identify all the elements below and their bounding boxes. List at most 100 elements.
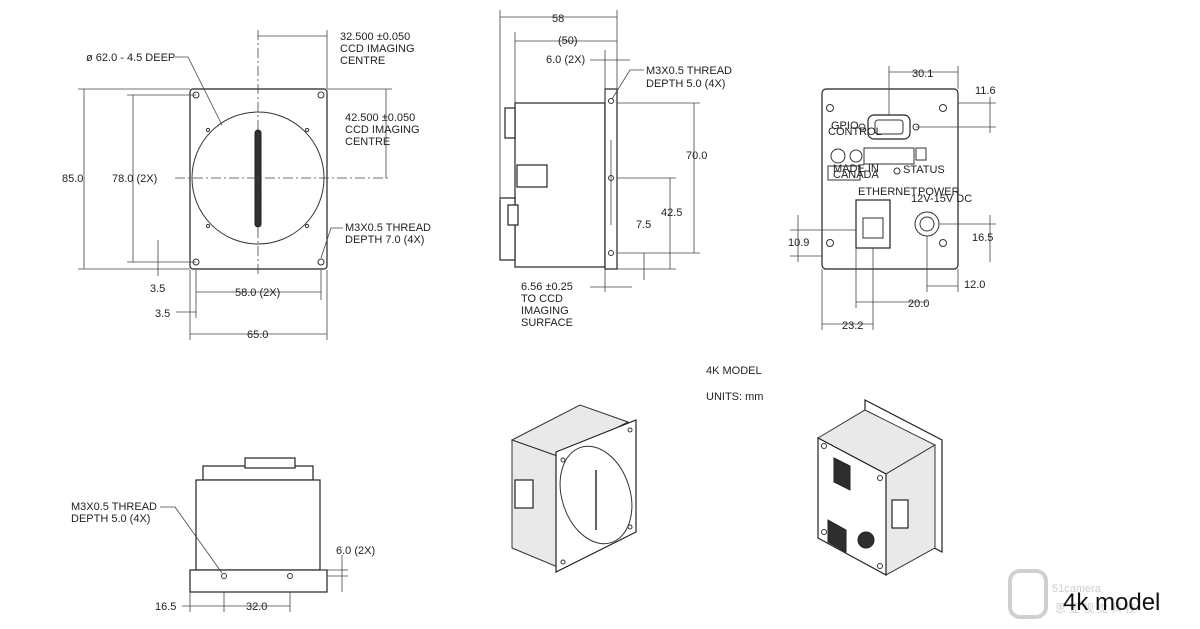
rear-hole <box>939 239 947 247</box>
side-6-label: 6.0 (2X) <box>546 54 585 66</box>
madein-box <box>827 165 861 181</box>
mount-hole <box>317 258 325 266</box>
dim-85-label: 85.0 <box>62 173 83 185</box>
iso-hole <box>560 457 566 463</box>
side-70-label: 70.0 <box>686 150 707 162</box>
ccd-v-line2: CCD IMAGING <box>345 124 420 136</box>
iso-rear-label <box>891 499 909 529</box>
gpio-label-1: GPIO <box>831 120 859 132</box>
iso-lens-bore <box>559 445 633 545</box>
dim-3-5-label-b: 3.5 <box>155 308 170 320</box>
iso-rear-power <box>857 531 875 549</box>
iso-side-label <box>514 479 534 509</box>
side-thread-hole <box>608 98 614 104</box>
ccd-h-line2: CCD IMAGING <box>340 43 415 55</box>
ccd-surface-2: TO CCD <box>521 293 563 305</box>
bottom-flange <box>189 569 328 593</box>
thread-side-2: DEPTH 5.0 (4X) <box>646 78 725 90</box>
rear-30-1-label: 30.1 <box>912 68 933 80</box>
thread-front-1: M3X0.5 THREAD <box>345 222 431 234</box>
iso-rear-hole <box>821 443 827 449</box>
thread-front-leader <box>320 227 343 259</box>
power-connector-inner <box>919 216 935 232</box>
iso-front-view <box>510 404 637 573</box>
bottom-body <box>195 479 321 571</box>
gpio-connector-inner <box>874 119 904 135</box>
side-connector-detail <box>507 204 519 226</box>
front-view: 85.0 78.0 (2X) 3.5 3.5 58.0 (2X) 65.0 32… <box>62 30 431 341</box>
status-led <box>893 167 901 175</box>
ccd-h-value: 32.500 ±0.050 <box>340 31 410 43</box>
ethernet-jack <box>862 217 884 239</box>
side-label-plate <box>516 164 548 188</box>
bottom-thread-hole <box>221 573 227 579</box>
thread-side-leader <box>611 69 644 100</box>
rear-23-2-label: 23.2 <box>842 320 863 332</box>
small-hole <box>304 127 310 133</box>
dim-3-5-label-a: 3.5 <box>150 283 165 295</box>
thread-side-1: M3X0.5 THREAD <box>646 65 732 77</box>
bottom-view: M3X0.5 THREAD DEPTH 5.0 (4X) 6.0 (2X) 16… <box>71 457 375 613</box>
iso-hole <box>627 524 633 530</box>
thread-bottom-2: DEPTH 5.0 (4X) <box>71 513 150 525</box>
dim-65-label: 65.0 <box>247 329 268 341</box>
bottom-6-label: 6.0 (2X) <box>336 545 375 557</box>
mount-hole <box>317 91 325 99</box>
gpio-screw <box>858 123 866 131</box>
small-hole <box>304 223 310 229</box>
gpio-label-2: CONTROL <box>828 126 882 138</box>
iso-rear-gpio <box>833 457 851 491</box>
rear-knob <box>849 149 863 163</box>
bottom-32-label: 32.0 <box>246 601 267 613</box>
rear-square <box>915 147 927 161</box>
iso-hole <box>627 427 633 433</box>
madein-1: MADE IN <box>833 163 879 175</box>
ccd-h-line3: CENTRE <box>340 55 385 67</box>
watermark-cn: 思 显 视 觉 科 技 <box>1055 601 1136 615</box>
watermark: 51camera 思 显 视 觉 科 技 <box>1008 569 1136 619</box>
bore-label: ø 62.0 - 4.5 DEEP <box>86 52 175 64</box>
dim-58-label: 58.0 (2X) <box>235 287 280 299</box>
rear-12-label: 12.0 <box>964 279 985 291</box>
ccd-surface-4: SURFACE <box>521 317 573 329</box>
ccd-surface-1: 6.56 ±0.25 <box>521 281 573 293</box>
side-view: 58 (50) 6.0 (2X) M3X0.5 THREAD DEPTH 5.0… <box>499 10 732 329</box>
side-50-label: (50) <box>558 35 578 47</box>
bottom-thread-hole <box>287 573 293 579</box>
rear-hole <box>939 104 947 112</box>
power-label-2: 12V-15V DC <box>911 193 972 205</box>
small-hole <box>205 223 211 229</box>
rear-view: GPIO CONTROL MADE IN CANADA STATUS ETHER… <box>788 66 996 332</box>
small-hole <box>205 127 211 133</box>
side-connector-top <box>504 107 516 139</box>
model-note: 4K MODEL <box>706 365 762 377</box>
ccd-v-value: 42.500 ±0.050 <box>345 112 415 124</box>
side-thread-hole <box>608 250 614 256</box>
rear-hole <box>826 104 834 112</box>
rear-knob <box>830 148 846 164</box>
status-label: STATUS <box>903 164 945 176</box>
side-7-5-label: 7.5 <box>636 219 651 231</box>
thread-bottom-leader <box>160 506 223 574</box>
rear-20-label: 20.0 <box>908 298 929 310</box>
bottom-top-connector-2 <box>244 457 296 469</box>
iso-rear-view <box>816 399 943 577</box>
bore-leader <box>175 56 223 126</box>
rear-hole <box>826 239 834 247</box>
iso-rear-ethernet <box>827 519 847 553</box>
rear-16-5-label: 16.5 <box>972 232 993 244</box>
watermark-brand: 51camera <box>1052 583 1102 595</box>
caption: 4k model <box>1063 589 1160 616</box>
ethernet-port <box>855 199 891 249</box>
side-42-5-label: 42.5 <box>661 207 682 219</box>
madein-2: CANADA <box>833 169 880 181</box>
iso-rear-hole <box>877 475 883 481</box>
bottom-16-5-label: 16.5 <box>155 601 176 613</box>
watermark-logo-icon <box>1008 569 1048 619</box>
dim-78-label: 78.0 (2X) <box>112 173 157 185</box>
rear-10-9-label: 10.9 <box>788 237 809 249</box>
rear-11-6-label: 11.6 <box>975 85 996 97</box>
iso-hole <box>560 559 566 565</box>
side-58-label: 58 <box>552 13 564 25</box>
